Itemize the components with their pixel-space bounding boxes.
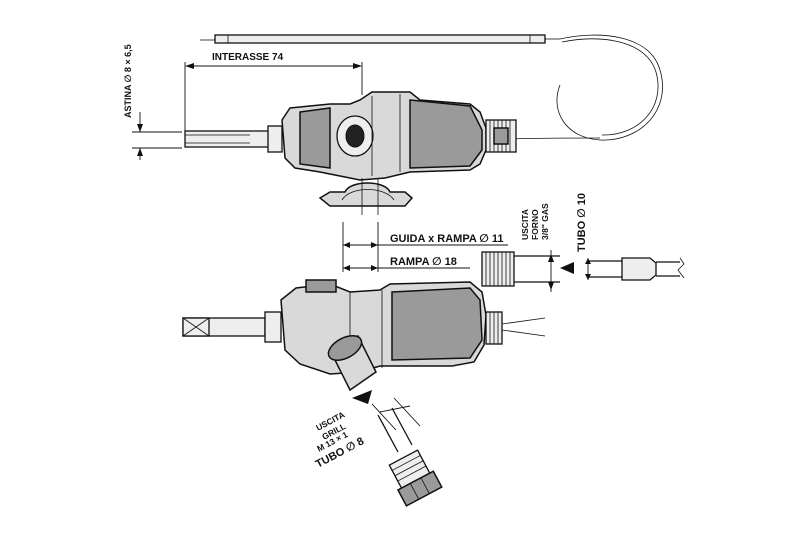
thermostat-bulb <box>200 34 560 44</box>
uscita-forno-line3: 3/8" GAS <box>540 203 550 240</box>
side-threaded-outlet <box>485 311 546 345</box>
tubo-10-label: TUBO ∅ 10 <box>576 193 588 252</box>
grill-pipe <box>377 407 443 507</box>
oven-pipe <box>588 257 685 281</box>
capillary-coil <box>504 34 663 141</box>
interasse-dimension: INTERASSE 74 <box>184 52 363 140</box>
top-view: INTERASSE 74 ASTINA ∅ 8 × 6,5 <box>123 34 663 215</box>
oven-outlet-annotation: USCITA FORNO 3/8" GAS TUBO ∅ 10 <box>520 193 591 292</box>
mounting-clamp <box>318 178 414 215</box>
rail-dimensions: GUIDA x RAMPA ∅ 11 RAMPA ∅ 18 <box>342 222 508 272</box>
astina-dimension: ASTINA ∅ 8 × 6,5 <box>123 44 182 160</box>
uscita-forno-line1: USCITA <box>520 209 530 240</box>
astina-label: ASTINA ∅ 8 × 6,5 <box>123 44 133 118</box>
interasse-label: INTERASSE 74 <box>212 52 284 63</box>
valve-spindle-side <box>182 311 282 343</box>
side-view <box>182 251 560 392</box>
grill-outlet-stub <box>327 334 377 392</box>
valve-body-top <box>281 91 487 181</box>
valve-spindle-top <box>184 125 283 153</box>
uscita-forno-line2: FORNO <box>530 209 540 240</box>
rampa-label: RAMPA ∅ 18 <box>390 256 457 268</box>
guida-rampa-label: GUIDA x RAMPA ∅ 11 <box>390 233 504 245</box>
top-threaded-outlet <box>485 119 517 153</box>
valve-body-side <box>280 279 487 375</box>
oven-threaded-fitting <box>481 251 560 287</box>
